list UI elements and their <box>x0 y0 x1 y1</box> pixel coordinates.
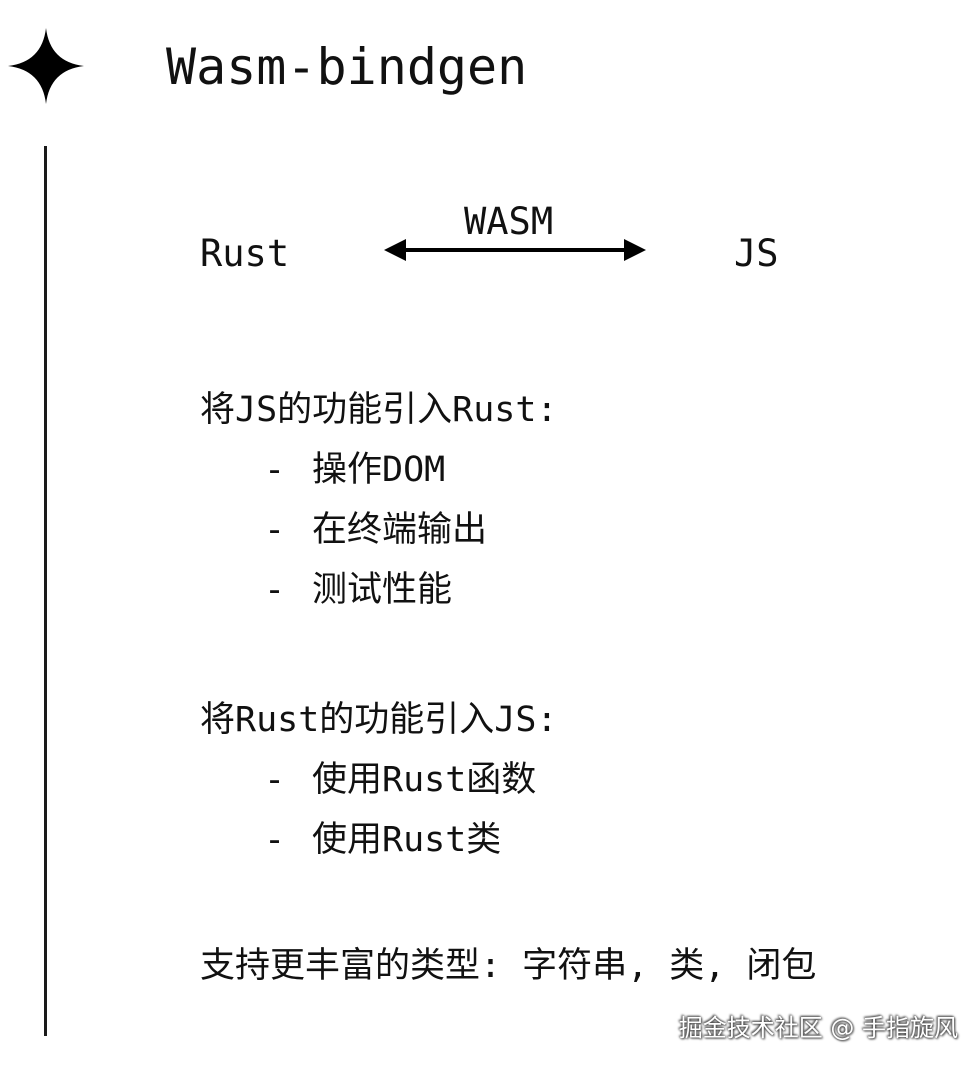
vertical-divider-line <box>44 146 47 1036</box>
list-item: - 使用Rust函数 <box>200 750 558 810</box>
list-item: - 使用Rust类 <box>200 810 558 870</box>
list-item-text: 使用Rust函数 <box>312 760 537 800</box>
list-item-text: 操作DOM <box>312 450 446 490</box>
bullet-dash: - <box>264 450 286 490</box>
section-richer-types: 支持更丰富的类型: 字符串, 类, 闭包 <box>200 936 816 996</box>
list-item: - 操作DOM <box>200 440 558 500</box>
bidirectional-arrow-icon <box>384 239 646 261</box>
section-rust-into-js: 将Rust的功能引入JS: - 使用Rust函数 - 使用Rust类 <box>200 690 558 870</box>
bullet-dash: - <box>264 510 286 550</box>
list-item-text: 使用Rust类 <box>312 820 502 860</box>
section-heading: 支持更丰富的类型: 字符串, 类, 闭包 <box>200 946 817 986</box>
list-item-text: 测试性能 <box>312 570 453 610</box>
watermark: 掘金技术社区 @ 手指旋风 <box>678 1014 958 1042</box>
list-item: - 测试性能 <box>200 560 558 620</box>
list-item: - 在终端输出 <box>200 500 558 560</box>
section-heading: 将Rust的功能引入JS: <box>200 700 558 740</box>
bullet-dash: - <box>264 570 286 610</box>
page-title: Wasm-bindgen <box>166 38 528 96</box>
section-js-into-rust: 将JS的功能引入Rust: - 操作DOM - 在终端输出 - 测试性能 <box>200 380 558 620</box>
list-item-text: 在终端输出 <box>312 510 488 550</box>
bullet-dash: - <box>264 760 286 800</box>
sparkle-star-icon <box>8 28 84 104</box>
js-label: JS <box>734 232 779 275</box>
bullet-dash: - <box>264 820 286 860</box>
rust-label: Rust <box>200 232 290 275</box>
section-heading: 将JS的功能引入Rust: <box>200 390 558 430</box>
wasm-label: WASM <box>464 200 554 243</box>
